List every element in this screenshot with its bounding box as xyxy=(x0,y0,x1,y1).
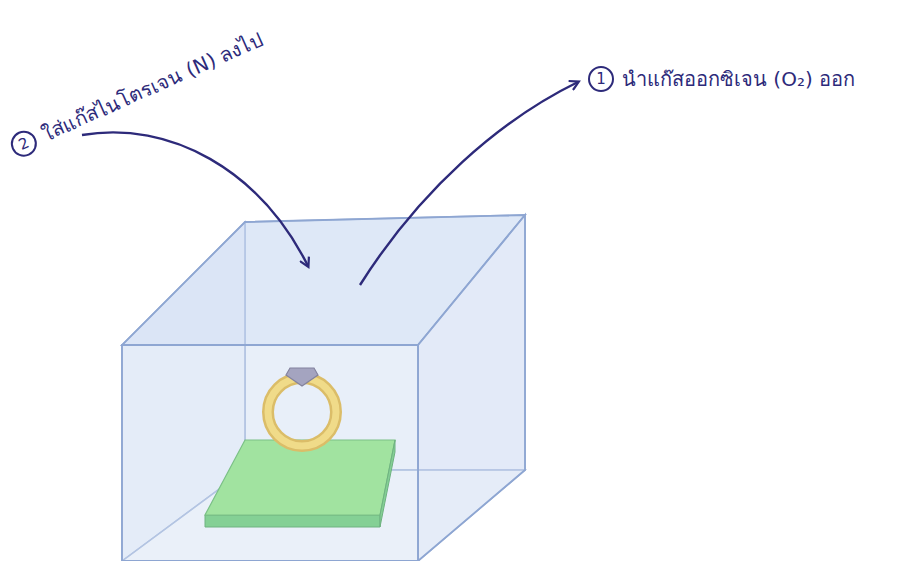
annotation-text: นำแก๊สออกซิเจน (O₂) ออก xyxy=(622,67,855,91)
annotation-text: ใส่แก๊สไนโตรเจน (N) ลงไป xyxy=(38,27,266,146)
annotation-row: 1 นำแก๊สออกซิเจน (O₂) ออก xyxy=(588,66,855,92)
annotation-row: 2ใส่แก๊สไนโตรเจน (N) ลงไป xyxy=(7,26,267,161)
callout-number: 1 xyxy=(588,66,614,92)
callout-number: 2 xyxy=(7,127,41,161)
